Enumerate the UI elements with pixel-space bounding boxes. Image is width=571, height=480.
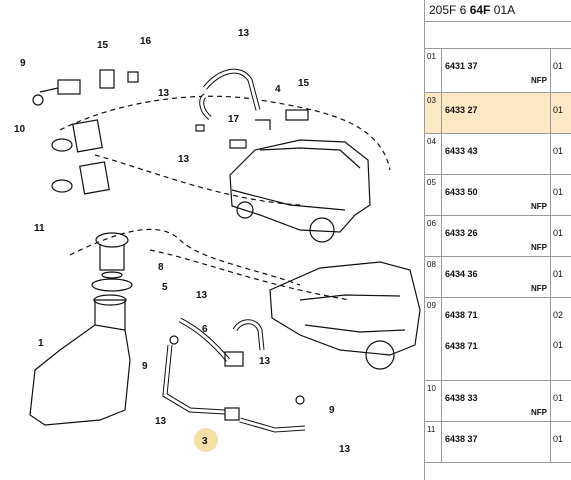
exploded-diagram[interactable]: 9 15 16 13 13 15 4 10 13 17 11 8 5 1 13 … xyxy=(0,0,424,480)
part-number[interactable]: 6433 27 xyxy=(445,104,478,115)
part-number[interactable]: 6433 26 xyxy=(445,227,478,238)
callout-9[interactable]: 9 xyxy=(20,58,26,69)
washer-system-drawing: 9 15 16 13 13 15 4 10 13 17 11 8 5 1 13 … xyxy=(14,28,421,455)
row-part-cell[interactable]: 6433 50 NFP xyxy=(441,174,551,216)
row-part-cell[interactable]: 6438 71 6438 71 xyxy=(441,297,551,381)
part-number[interactable]: 6434 36 xyxy=(445,268,478,279)
row-index: 09 xyxy=(425,297,442,381)
row-quantity: 01 xyxy=(550,215,571,257)
callout-11[interactable]: 11 xyxy=(34,223,45,234)
parts-row[interactable]: 10 6438 33 NFP 01 xyxy=(425,380,571,422)
callout-13[interactable]: 13 xyxy=(339,444,351,455)
row-part-cell[interactable]: 6433 27 xyxy=(441,92,551,134)
callout-3[interactable]: 3 xyxy=(202,436,208,447)
reference-prefix: 205F 6 xyxy=(429,3,470,17)
callout-9[interactable]: 9 xyxy=(329,405,335,416)
callout-bubble-3[interactable] xyxy=(194,428,218,452)
part-number-alt[interactable]: 6438 71 xyxy=(445,340,478,351)
row-quantity: 01 xyxy=(550,174,571,216)
nfp-badge: NFP xyxy=(531,76,547,85)
callout-9[interactable]: 9 xyxy=(142,361,148,372)
callout-1[interactable]: 1 xyxy=(38,338,44,349)
part-number[interactable]: 6438 37 xyxy=(445,433,478,444)
parts-row[interactable]: 05 6433 50 NFP 01 xyxy=(425,174,571,216)
callout-13[interactable]: 13 xyxy=(158,88,170,99)
row-part-cell[interactable]: 6434 36 NFP xyxy=(441,256,551,298)
row-quantity-alt: 01 xyxy=(553,339,564,350)
callout-6[interactable]: 6 xyxy=(202,324,208,335)
parts-row[interactable]: 11 6438 37 01 xyxy=(425,421,571,463)
diagram-reference: 205F 6 64F 01A xyxy=(425,0,571,22)
row-part-cell[interactable]: 6438 33 NFP xyxy=(441,380,551,422)
callout-8[interactable]: 8 xyxy=(158,262,164,273)
header-spacer xyxy=(425,22,571,49)
parts-list-panel: 205F 6 64F 01A 01 6431 37 NFP 01 03 6433… xyxy=(424,0,571,480)
row-index: 03 xyxy=(425,92,442,134)
part-number[interactable]: 6433 43 xyxy=(445,145,478,156)
callout-13[interactable]: 13 xyxy=(259,356,271,367)
part-number[interactable]: 6433 50 xyxy=(445,186,478,197)
part-number[interactable]: 6431 37 xyxy=(445,61,478,71)
row-index: 05 xyxy=(425,174,442,216)
parts-row-selected[interactable]: 03 6433 27 01 xyxy=(425,92,571,134)
parts-row[interactable]: 08 6434 36 NFP 01 xyxy=(425,256,571,298)
callout-10[interactable]: 10 xyxy=(14,124,26,135)
row-index: 08 xyxy=(425,256,442,298)
parts-row[interactable]: 01 6431 37 NFP 01 xyxy=(425,49,571,93)
row-index: 11 xyxy=(425,421,442,463)
row-index: 06 xyxy=(425,215,442,257)
callout-13[interactable]: 13 xyxy=(155,416,167,427)
callout-13[interactable]: 13 xyxy=(238,28,250,39)
callout-13[interactable]: 13 xyxy=(196,290,208,301)
row-quantity: 01 xyxy=(550,421,571,463)
callout-5[interactable]: 5 xyxy=(162,282,168,293)
row-part-cell[interactable]: 6433 26 NFP xyxy=(441,215,551,257)
parts-table: 01 6431 37 NFP 01 03 6433 27 01 04 6433 … xyxy=(425,49,571,463)
row-part-cell[interactable]: 6438 37 xyxy=(441,421,551,463)
parts-row[interactable]: 06 6433 26 NFP 01 xyxy=(425,215,571,257)
row-quantity: 01 xyxy=(550,380,571,422)
nfp-badge: NFP xyxy=(531,283,547,293)
row-quantity-cell: 02 01 xyxy=(550,297,571,381)
row-quantity: 01 xyxy=(550,256,571,298)
row-part-cell[interactable]: 6433 43 xyxy=(441,133,551,175)
callout-4[interactable]: 4 xyxy=(275,84,281,95)
callout-16[interactable]: 16 xyxy=(140,36,152,47)
nfp-badge: NFP xyxy=(531,242,547,252)
callout-15[interactable]: 15 xyxy=(97,40,109,51)
nfp-badge: NFP xyxy=(531,407,547,417)
callout-17[interactable]: 17 xyxy=(228,114,240,125)
row-quantity: 01 xyxy=(550,133,571,175)
row-quantity: 02 xyxy=(553,309,564,320)
nfp-badge: NFP xyxy=(531,201,547,211)
drawing-lines xyxy=(29,68,421,433)
part-number[interactable]: 6438 71 xyxy=(445,309,478,320)
row-index: 10 xyxy=(425,380,442,422)
callout-labels: 9 15 16 13 13 15 4 10 13 17 11 8 5 1 13 … xyxy=(14,28,351,455)
row-index: 04 xyxy=(425,133,442,175)
part-number[interactable]: 6438 33 xyxy=(445,392,478,403)
row-quantity: 01 xyxy=(550,49,571,93)
row-quantity: 01 xyxy=(550,92,571,134)
callout-13[interactable]: 13 xyxy=(178,154,190,165)
reference-code: 64F xyxy=(469,3,491,17)
row-part-cell[interactable]: 6431 37 NFP xyxy=(441,49,551,93)
reference-suffix: 01A xyxy=(490,3,516,17)
highlight-bubble xyxy=(194,428,218,452)
parts-row[interactable]: 09 6438 71 6438 71 02 01 xyxy=(425,297,571,381)
parts-row[interactable]: 04 6433 43 01 xyxy=(425,133,571,175)
row-index: 01 xyxy=(425,49,442,93)
callout-15[interactable]: 15 xyxy=(298,78,310,89)
